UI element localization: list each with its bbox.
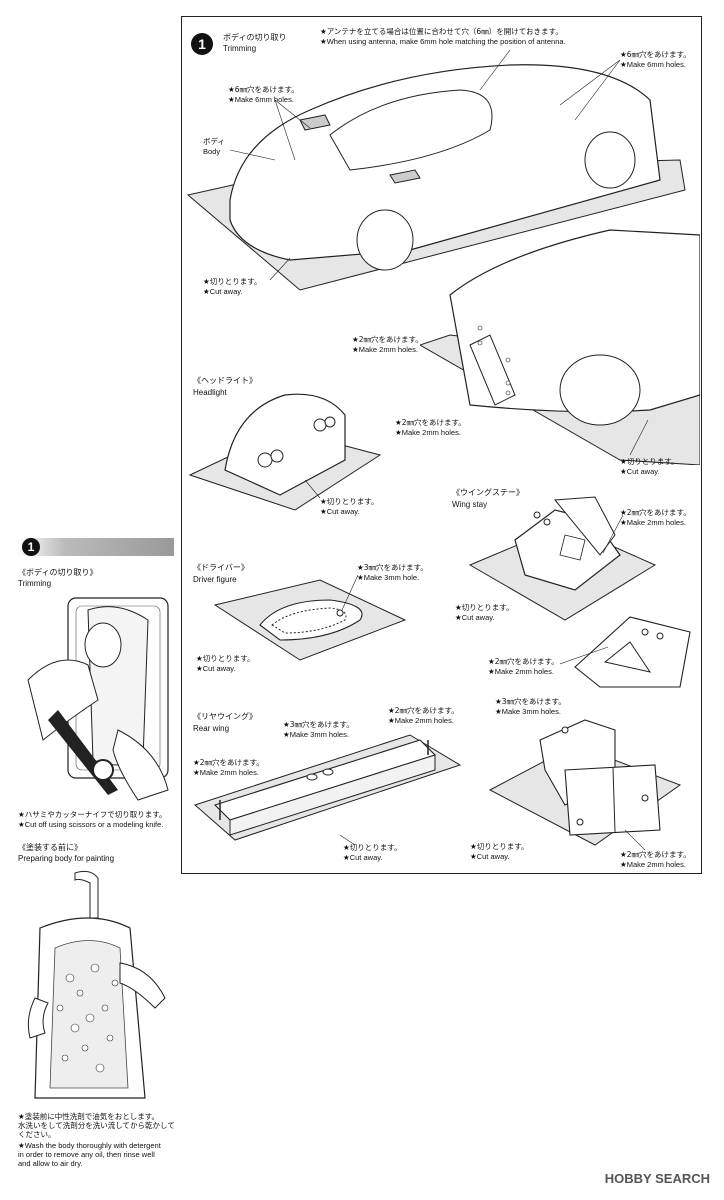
body-label-en: Body (203, 147, 221, 156)
support-cut-jp: ★切りとります。 (470, 842, 529, 851)
rearwing-part-illustration (194, 734, 462, 845)
wash-instruction-jp-2: 水洗いをして洗剤分を洗い流してから乾かして (18, 1121, 175, 1130)
wingstay-cut-en: ★Cut away. (455, 613, 495, 622)
body-shell-illustration (186, 49, 686, 291)
wash-instruction-en-1: ★Wash the body thoroughly with detergent (18, 1141, 161, 1150)
instruction-panel-frame (181, 16, 702, 874)
hole6-right-jp: ★6㎜穴をあけます。 (620, 50, 691, 59)
wingstay-hole2-en: ★Make 2mm holes. (620, 518, 686, 527)
rearwing-heading-jp: 《リヤウイング》 (193, 712, 257, 721)
support-cut-en: ★Cut away. (470, 852, 510, 861)
headlight-heading-en: Headlight (193, 388, 227, 397)
driver-figure-illustration (213, 575, 407, 661)
support-hole3-jp: ★3㎜穴をあけます。 (495, 697, 566, 706)
rearwing-hole3-en: ★Make 3mm holes. (283, 730, 349, 739)
driver-hole3-jp: ★3㎜穴をあけます。 (357, 563, 428, 572)
rearwing-cut-jp: ★切りとります。 (343, 843, 402, 852)
headlight-heading-jp: 《ヘッドライト》 (193, 376, 257, 385)
wingstay-detail-illustration (560, 616, 691, 688)
rear-hole2-top-jp: ★2㎜穴をあけます。 (352, 335, 423, 344)
wingstay-cut-jp: ★切りとります。 (455, 603, 514, 612)
wash-instruction-en-3: and allow to air dry. (18, 1159, 83, 1168)
cut-instruction-jp: ★ハサミやカッターナイフで切り取ります。 (18, 810, 167, 819)
main-step-badge: 1 (191, 33, 213, 55)
headlight-part-illustration (188, 393, 382, 511)
headlight-cut-jp: ★切りとります。 (320, 497, 379, 506)
cut-instruction-en: ★Cut off using scissors or a modeling kn… (18, 820, 164, 829)
driver-cut-jp: ★切りとります。 (196, 654, 255, 663)
rearwing-hole2-left-jp: ★2㎜穴をあけます。 (193, 758, 264, 767)
wash-instruction-jp-1: ★塗装前に中性洗剤で油気をおとします。 (18, 1112, 159, 1121)
wash-instruction-en-2: in order to remove any oil, then rinse w… (18, 1150, 155, 1159)
support-hole2-jp: ★2㎜穴をあけます。 (620, 850, 691, 859)
hole6-right-en: ★Make 6mm holes. (620, 60, 686, 69)
wingstay-heading-jp: 《ウイングステー》 (452, 488, 524, 497)
hole6-left-en: ★Make 6mm holes. (228, 95, 294, 104)
step-header-band (18, 538, 174, 556)
rear-hole2-bottom-jp: ★2㎜穴をあけます。 (395, 418, 466, 427)
wingstay-detail-hole2-jp: ★2㎜穴をあけます。 (488, 657, 559, 666)
rearwing-hole2-right-en: ★Make 2mm holes. (388, 716, 454, 725)
rear-hole2-top-en: ★Make 2mm holes. (352, 345, 418, 354)
headlight-cut-en: ★Cut away. (320, 507, 360, 516)
antenna-note-jp: ★アンテナを立てる場合は位置に合わせて穴（6㎜）を開けておきます。 (320, 27, 563, 36)
rearwing-hole2-left-en: ★Make 2mm holes. (193, 768, 259, 777)
cut-away-1-jp: ★切りとります。 (203, 277, 262, 286)
trimming-scissors-illustration (27, 597, 169, 801)
trimming-heading-en: Trimming (18, 579, 52, 588)
support-hole3-en: ★Make 3mm holes. (495, 707, 561, 716)
step-number-badge: 1 (22, 538, 40, 556)
main-title-en: Trimming (223, 44, 257, 53)
main-title-jp: ボディの切り取り (223, 33, 287, 42)
hole6-left-jp: ★6㎜穴をあけます。 (228, 85, 299, 94)
wingstay-detail-hole2-en: ★Make 2mm holes. (488, 667, 554, 676)
driver-heading-en: Driver figure (193, 575, 237, 584)
driver-hole3-en: ★Make 3mm hole. (357, 573, 420, 582)
washing-body-illustration (27, 870, 166, 1099)
cut-away-2-en: ★Cut away. (620, 467, 660, 476)
wingstay-hole2-jp: ★2㎜穴をあけます。 (620, 508, 691, 517)
rearwing-heading-en: Rear wing (193, 724, 230, 733)
antenna-note-en: ★When using antenna, make 6mm hole match… (320, 37, 566, 46)
hobby-search-watermark: HOBBY SEARCH (604, 1171, 710, 1186)
body-label-jp: ボディ (203, 137, 225, 146)
cut-away-2-jp: ★切りとります。 (620, 457, 679, 466)
trimming-heading-jp: 《ボディの切り取り》 (18, 568, 98, 577)
prep-heading-en: Preparing body for painting (18, 854, 115, 863)
driver-heading-jp: 《ドライバー》 (193, 563, 249, 572)
rear-hole2-bottom-en: ★Make 2mm holes. (395, 428, 461, 437)
wingstay-part-illustration (468, 496, 657, 621)
support-hole2-en: ★Make 2mm holes. (620, 860, 686, 869)
rearwing-hole3-jp: ★3㎜穴をあけます。 (283, 720, 354, 729)
rearwing-hole2-right-jp: ★2㎜穴をあけます。 (388, 706, 459, 715)
wingstay-heading-en: Wing stay (452, 500, 488, 509)
wing-support-illustration (488, 719, 682, 850)
cut-away-1-en: ★Cut away. (203, 287, 243, 296)
wash-instruction-jp-3: ください。 (18, 1130, 56, 1139)
rear-body-detail-illustration (420, 229, 700, 465)
driver-cut-en: ★Cut away. (196, 664, 236, 673)
rearwing-cut-en: ★Cut away. (343, 853, 383, 862)
prep-heading-jp: 《塗装する前に》 (18, 843, 82, 852)
